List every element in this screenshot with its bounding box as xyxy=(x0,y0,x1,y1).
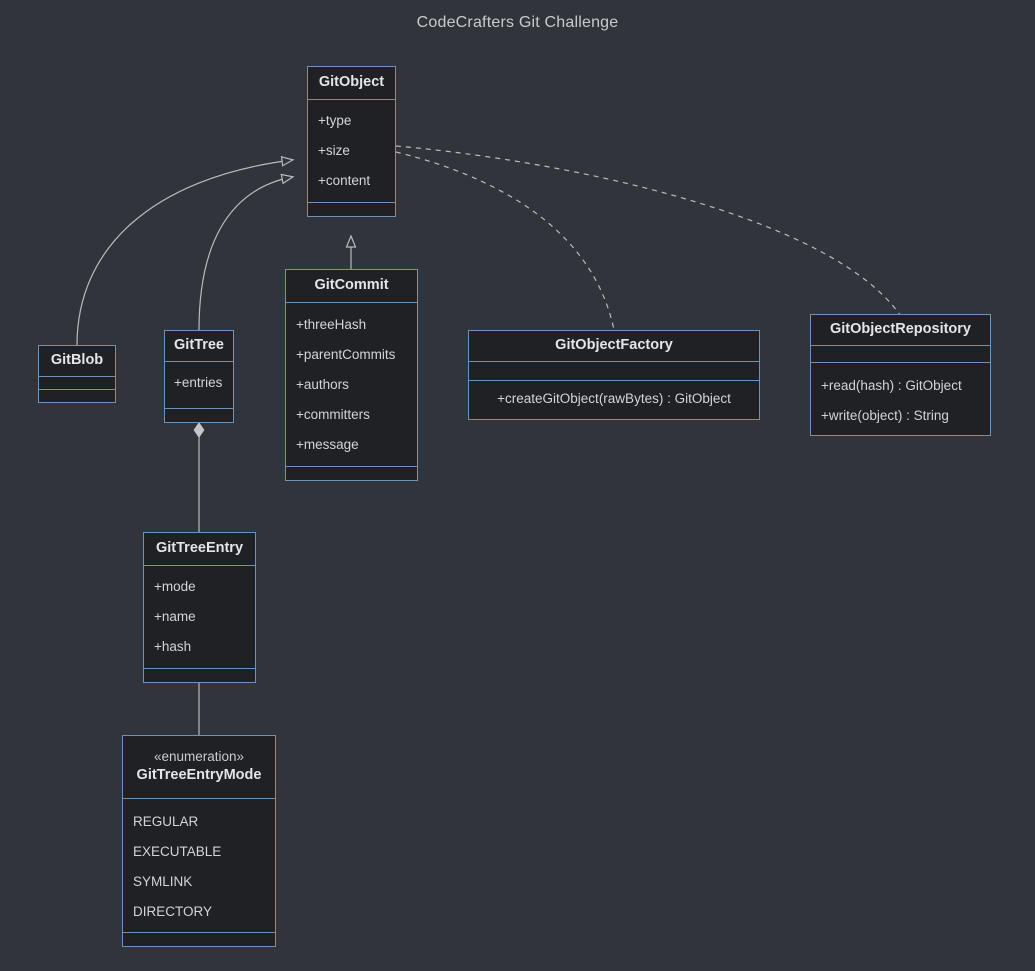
class-name-gitobject: GitObject xyxy=(318,74,385,91)
method-row: +write(object) : String xyxy=(821,408,949,423)
enum-literal-row: REGULAR xyxy=(133,814,199,830)
attribute-row: +authors xyxy=(296,376,349,392)
class-methods-gittree xyxy=(165,409,233,422)
enum-literal-row: EXECUTABLE xyxy=(133,844,222,860)
class-methods-gitcommit xyxy=(286,467,417,480)
edge-gitblob-to-gitobject xyxy=(76,155,295,346)
class-attributes-gittree: +entries xyxy=(165,362,233,409)
class-literals-gittreeentrymode: REGULAR EXECUTABLE SYMLINK DIRECTORY xyxy=(123,799,275,934)
class-header-gitblob: GitBlob xyxy=(39,346,115,377)
class-name-gitobjectrepository: GitObjectRepository xyxy=(830,321,971,338)
class-box-gittreeentry[interactable]: GitTreeEntry +mode +name +hash xyxy=(143,532,256,683)
attribute-row: +hash xyxy=(154,639,192,655)
class-name-gitobjectfactory: GitObjectFactory xyxy=(555,337,673,354)
class-box-gittreeentrymode[interactable]: «enumeration» GitTreeEntryMode REGULAR E… xyxy=(122,735,276,947)
attribute-row: +size xyxy=(318,142,350,158)
page-title: CodeCrafters Git Challenge xyxy=(416,14,619,31)
attribute-row: +message xyxy=(296,436,359,452)
class-box-gitcommit[interactable]: GitCommit +threeHash +parentCommits +aut… xyxy=(285,269,418,481)
class-header-gittreeentrymode: «enumeration» GitTreeEntryMode xyxy=(123,736,275,800)
class-header-gitobject: GitObject xyxy=(308,67,395,100)
class-box-gitobjectfactory[interactable]: GitObjectFactory +createGitObject(rawByt… xyxy=(468,330,760,420)
class-methods-gitobject xyxy=(308,203,395,216)
class-methods-gittreeentry xyxy=(144,669,255,682)
class-name-gittreeentry: GitTreeEntry xyxy=(155,540,244,557)
attribute-row: +parentCommits xyxy=(296,346,396,362)
attribute-row: +entries xyxy=(174,375,223,390)
enum-literal-row: DIRECTORY xyxy=(133,904,213,920)
class-methods-gitobjectrepository: +read(hash) : GitObject +write(object) :… xyxy=(811,363,990,435)
class-name-gitcommit: GitCommit xyxy=(314,277,389,294)
class-attributes-gitobjectfactory xyxy=(469,362,759,381)
class-attributes-gitobjectrepository xyxy=(811,346,990,363)
class-header-gittree: GitTree xyxy=(165,331,233,362)
attribute-row: +threeHash xyxy=(296,316,367,332)
attribute-row: +mode xyxy=(154,579,196,595)
class-name-gitblob: GitBlob xyxy=(50,352,104,369)
class-header-gitcommit: GitCommit xyxy=(286,270,417,303)
class-box-gitblob[interactable]: GitBlob xyxy=(38,345,116,403)
class-methods-gitobjectfactory: +createGitObject(rawBytes) : GitObject xyxy=(469,381,759,419)
class-name-gittreeentrymode: GitTreeEntryMode xyxy=(136,767,262,784)
edge-gittree-to-gitobject xyxy=(198,173,295,331)
class-header-gittreeentry: GitTreeEntry xyxy=(144,533,255,567)
attribute-row: +content xyxy=(318,172,371,188)
class-box-gittree[interactable]: GitTree +entries xyxy=(164,330,234,423)
class-attributes-gitblob xyxy=(39,377,115,390)
class-attributes-gittreeentry: +mode +name +hash xyxy=(144,566,255,670)
attribute-row: +name xyxy=(154,609,196,625)
edge-gitobjectrepository-to-gitobject xyxy=(395,145,901,316)
enum-literal-row: SYMLINK xyxy=(133,874,193,890)
class-name-gittree: GitTree xyxy=(174,337,224,354)
method-row: +createGitObject(rawBytes) : GitObject xyxy=(497,391,731,406)
class-methods-gitblob xyxy=(39,390,115,402)
attribute-row: +type xyxy=(318,112,352,128)
class-header-gitobjectrepository: GitObjectRepository xyxy=(811,315,990,346)
attribute-row: +committers xyxy=(296,406,370,422)
class-box-gitobject[interactable]: GitObject +type +size +content xyxy=(307,66,396,217)
class-attributes-gitobject: +type +size +content xyxy=(308,100,395,203)
class-stereotype-enumeration: «enumeration» xyxy=(153,749,245,765)
method-row: +read(hash) : GitObject xyxy=(821,378,962,393)
class-attributes-gitcommit: +threeHash +parentCommits +authors +comm… xyxy=(286,303,417,467)
class-methods-gittreeentrymode xyxy=(123,933,275,946)
class-box-gitobjectrepository[interactable]: GitObjectRepository +read(hash) : GitObj… xyxy=(810,314,991,436)
class-header-gitobjectfactory: GitObjectFactory xyxy=(469,331,759,362)
edge-gitobjectfactory-to-gitobject xyxy=(395,151,615,331)
